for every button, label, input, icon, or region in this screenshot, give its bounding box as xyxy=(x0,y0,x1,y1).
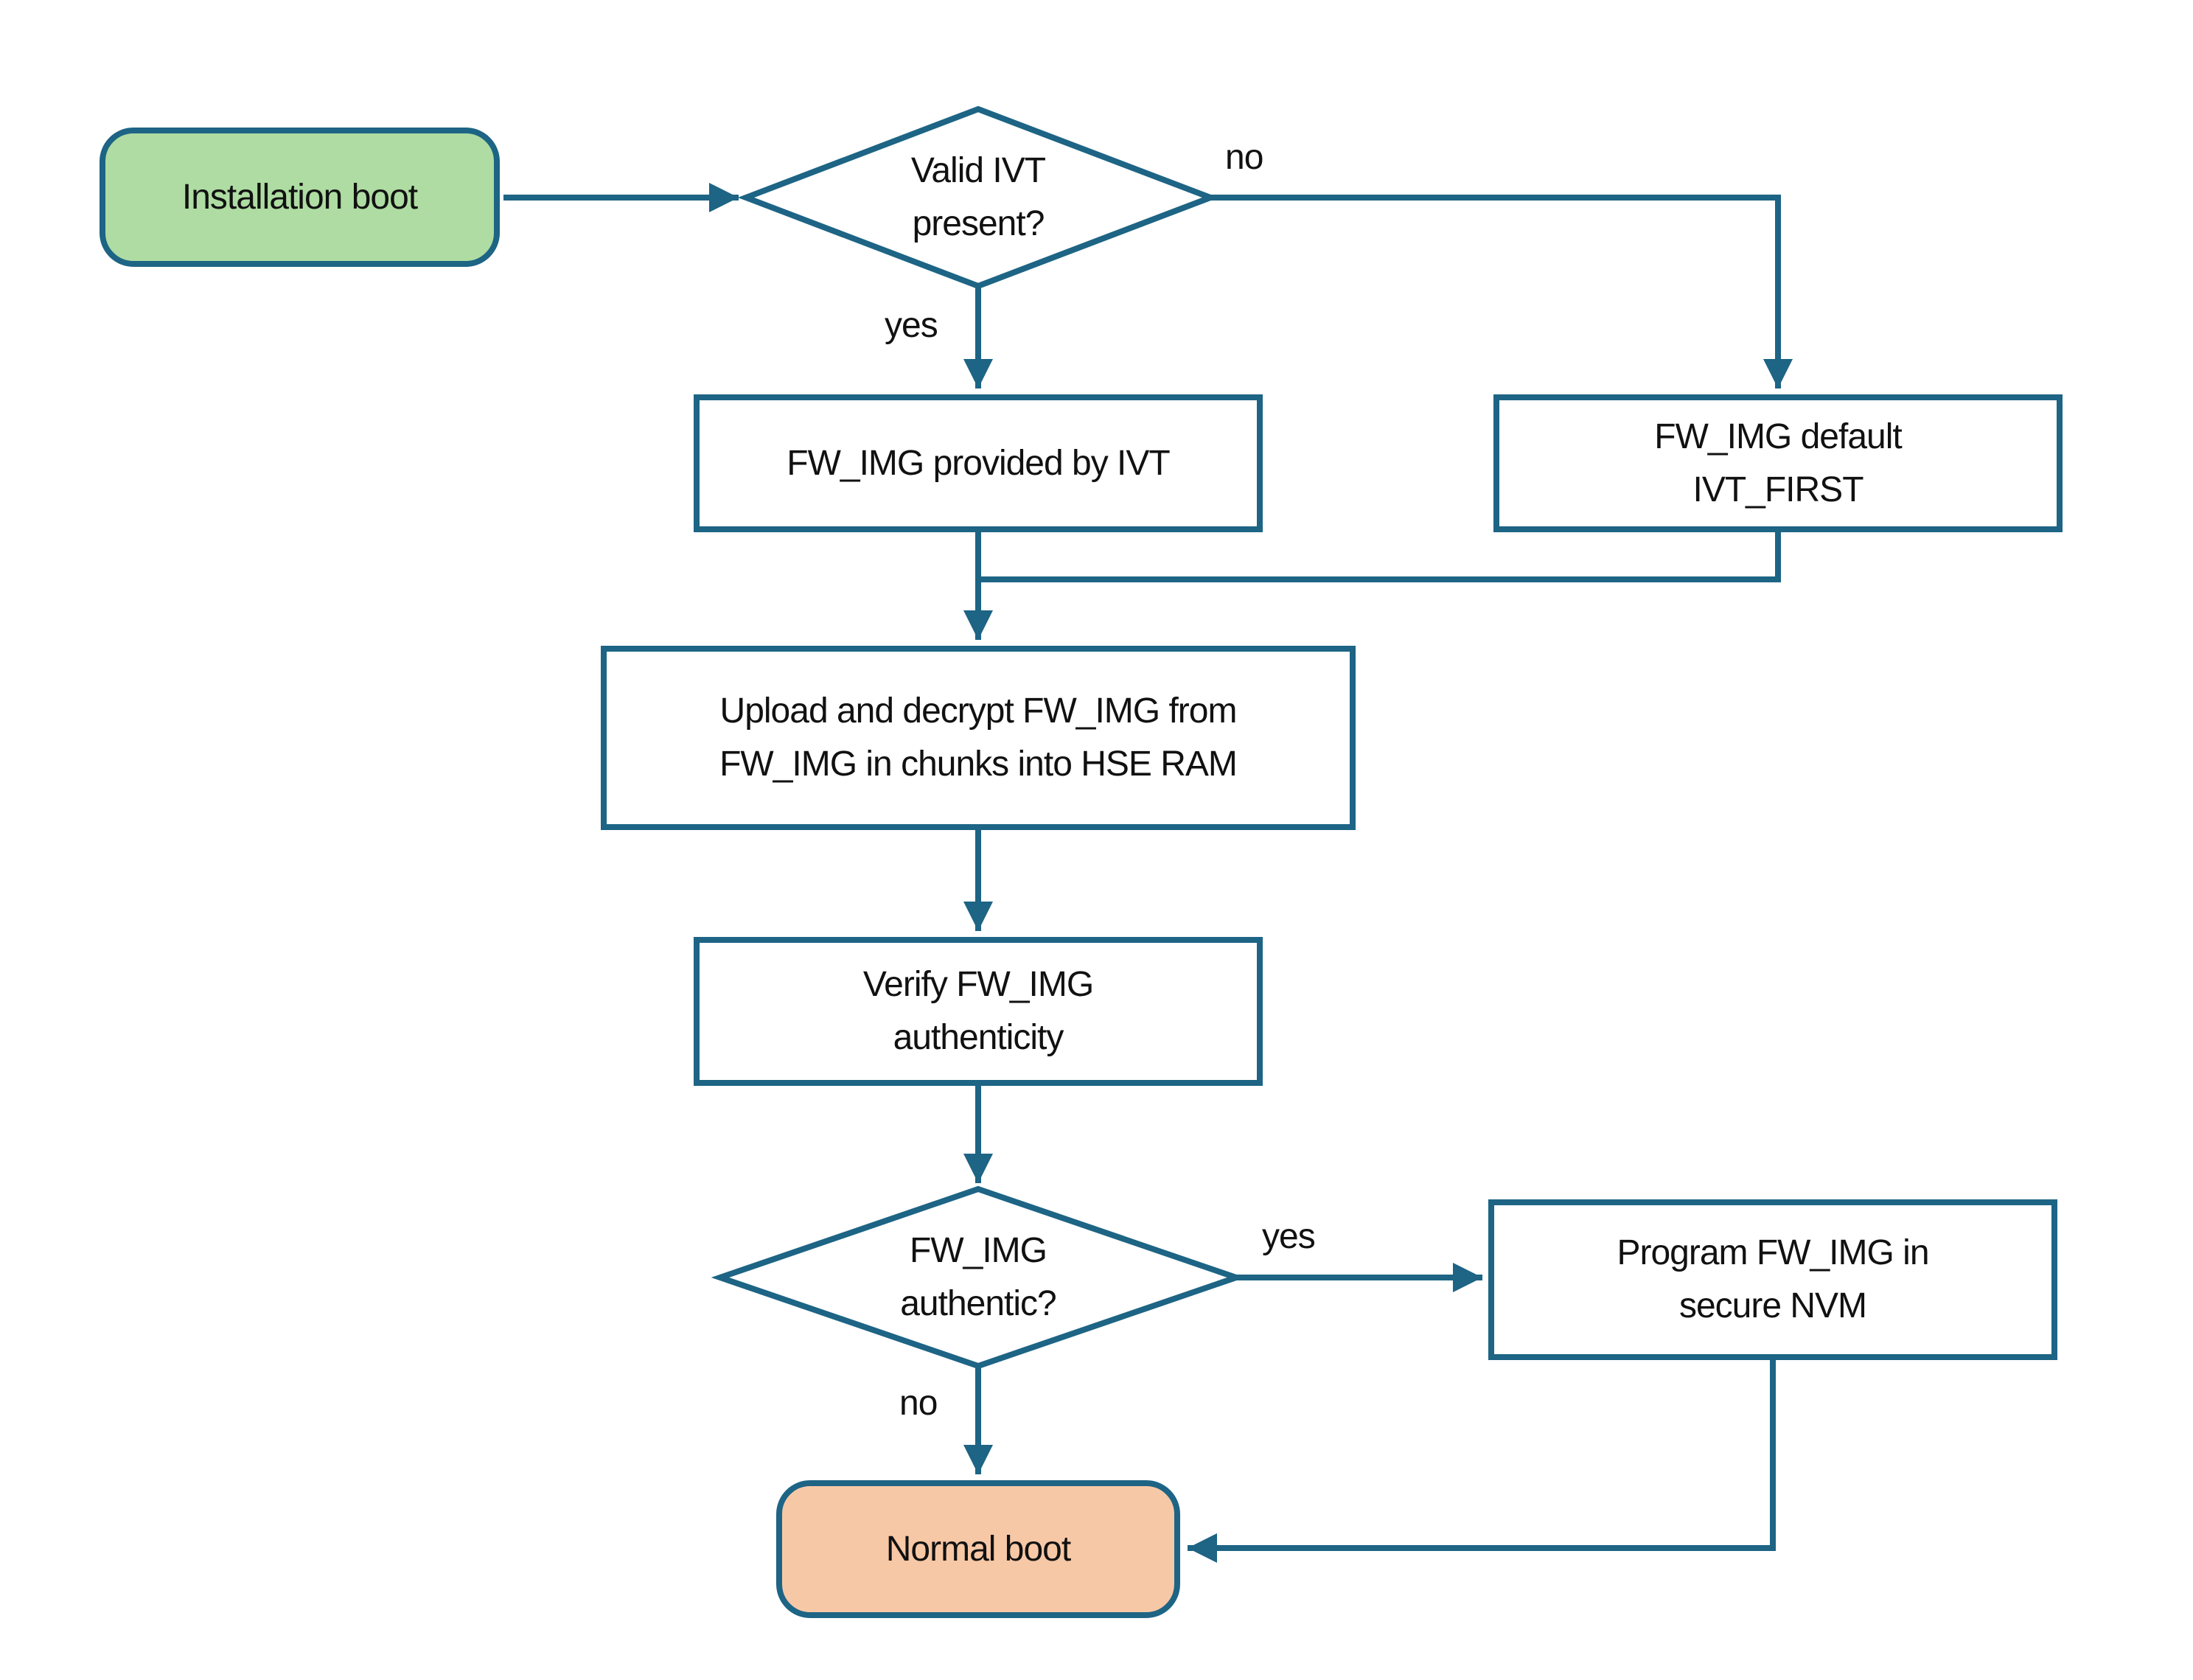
node-verify-fwimg-authenticity: Verify FW_IMG authenticity xyxy=(694,937,1263,1086)
node-fwimg-provided-by-ivt: FW_IMG provided by IVT xyxy=(694,394,1263,532)
node-fwimg-authentic-label: FW_IMG authentic? xyxy=(900,1231,1057,1323)
edge-label-auth-no: no xyxy=(899,1384,938,1423)
edge-program-to-normalboot xyxy=(1188,1360,1776,1563)
edge-label-ivt-no: no xyxy=(1225,138,1263,177)
node-program-fwimg-secure-nvm: Program FW_IMG in secure NVM xyxy=(1488,1199,2057,1360)
decision-fwimg-authentic-shape xyxy=(711,1185,1246,1370)
edge-fwdefault-merge xyxy=(981,532,1781,582)
node-fwimg-default-ivt-first: FW_IMG default IVT_FIRST xyxy=(1493,394,2063,532)
node-installation-boot: Installation boot xyxy=(100,128,500,267)
decision-valid-ivt-shape xyxy=(737,105,1219,290)
edge-ivt-no xyxy=(1210,195,1793,388)
edge-label-auth-yes: yes xyxy=(1262,1217,1316,1256)
node-valid-ivt-present-label: Valid IVT present? xyxy=(910,151,1046,243)
node-upload-decrypt-fwimg: Upload and decrypt FW_IMG from FW_IMG in… xyxy=(601,646,1356,830)
edge-label-ivt-yes: yes xyxy=(885,306,938,345)
node-normal-boot: Normal boot xyxy=(776,1480,1180,1618)
